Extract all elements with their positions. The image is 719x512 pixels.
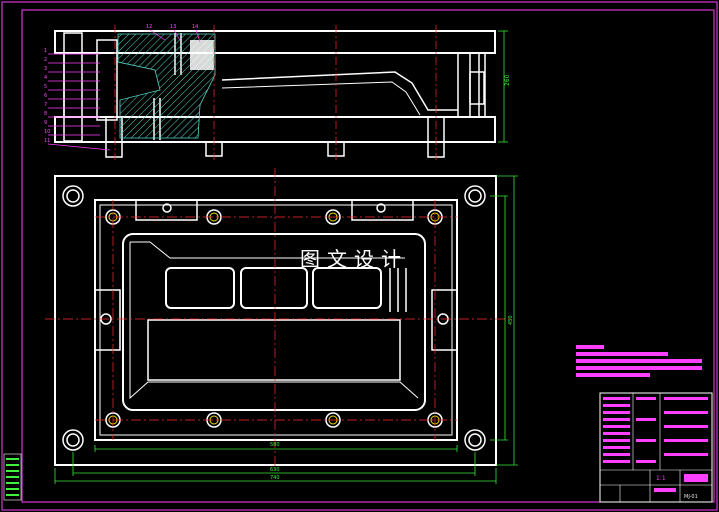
section-label: 10 <box>44 129 50 135</box>
plan-centerlines <box>45 168 510 470</box>
technical-notes <box>576 345 702 377</box>
title-block-drawing-number: MJ-01 <box>684 494 698 500</box>
dimension-total-width: 740 <box>270 475 280 481</box>
side-centerlines <box>114 25 437 160</box>
watermark-text: 图文设计 <box>300 247 408 271</box>
dimension-inner-width: 580 <box>270 442 280 448</box>
section-label: 3 <box>44 66 47 72</box>
cavity-outline <box>122 233 426 411</box>
section-label: 14 <box>192 24 198 30</box>
title-block-scale: 1:1 <box>656 475 666 482</box>
screw-holes <box>100 203 449 428</box>
section-label: 4 <box>44 75 47 81</box>
title-block: 1:1 MJ-01 <box>599 392 713 503</box>
plan-inner-plate <box>94 199 458 441</box>
side-dimension-lines <box>498 30 508 143</box>
section-label: 13 <box>170 24 176 30</box>
section-label: 1 <box>44 48 47 54</box>
dimension-main-height: 450 <box>508 315 514 325</box>
section-labels: 1 2 3 4 5 6 7 8 9 10 11 12 13 14 <box>44 24 198 144</box>
revision-strip <box>3 453 22 501</box>
dimension-main-width: 630 <box>270 467 280 473</box>
section-label: 7 <box>44 102 47 108</box>
section-label: 11 <box>44 138 50 144</box>
plan-dimension-lines <box>54 175 518 484</box>
section-label: 5 <box>44 84 47 90</box>
section-label: 12 <box>146 24 152 30</box>
section-label: 9 <box>44 120 47 126</box>
section-label: 6 <box>44 93 47 99</box>
side-height-dimension: 260 <box>504 74 511 86</box>
guide-pin-holes <box>62 185 486 451</box>
plan-view <box>54 175 497 466</box>
hatched-insert <box>190 40 214 70</box>
section-label: 8 <box>44 111 47 117</box>
sheet-inner-border <box>21 9 715 503</box>
section-label-leaders <box>47 29 201 151</box>
plan-outer-plate <box>54 175 497 466</box>
section-label: 2 <box>44 57 47 63</box>
